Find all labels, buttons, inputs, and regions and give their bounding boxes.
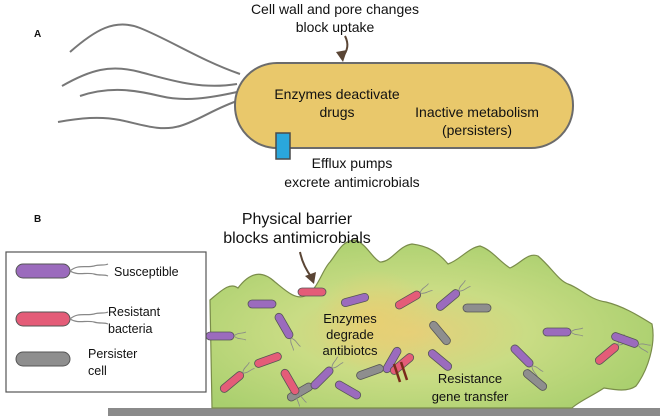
panel-a-label: A [34,29,41,40]
biofilm-bacterium [435,280,471,311]
enzyme-glow [315,270,435,370]
biofilm-bacterium [219,362,255,393]
biofilm-bacterium [340,293,370,307]
substrate-surface [108,408,660,416]
barrier-text-line1: Physical barrier [242,211,353,228]
enzymes-degrade-line1: Enzymes [323,311,377,326]
biofilm-bacterium [394,283,433,310]
legend-resistant-swatch [15,311,71,327]
enzymes-degrade-line2: degrade [326,327,374,342]
biofilm-bacterium [297,287,327,297]
biofilm-bacterium [310,356,344,390]
biofilm-bacterium [462,303,492,313]
biofilm-bacterium [429,320,451,346]
barrier-text-line2: blocks antimicrobials [223,230,371,247]
biofilm-bacterium [274,312,301,351]
barrier-arrow [299,251,313,279]
gene-transfer-pili [392,361,409,383]
cell-wall-text-line2: block uptake [296,19,375,35]
flagella [57,23,241,130]
inactive-metabolism-line1: Inactive metabolism [415,104,539,120]
legend-persister-swatch [15,351,71,367]
enzymes-deactivate-line2: drugs [319,104,354,120]
panel-b-label: B [34,214,41,225]
barrier-arrowhead [305,272,316,284]
biofilm-bacterium [522,369,548,391]
gene-transfer-line1: Resistance [438,371,502,386]
biofilm-bacterium [382,346,402,374]
biofilm-bacterium [356,364,384,380]
legend-persister-label-line1: Persister [88,347,137,361]
biofilm-bacterium [254,352,282,368]
legend-resistant-flagella [69,311,109,325]
legend-resistant-label-line1: Resistant [108,305,161,319]
enzymes-deactivate-line1: Enzymes deactivate [274,86,399,102]
inactive-metabolism-line2: (persisters) [442,122,512,138]
biofilm-bacterium [542,327,584,337]
cell-wall-arrowhead [336,50,347,62]
legend-persister-label-line2: cell [88,364,107,378]
legend-resistant-label-line2: bacteria [108,322,153,336]
bacterial-cell-body [234,62,574,149]
biofilm-bacterium [280,368,307,407]
efflux-pumps-line2: excrete antimicrobials [284,174,419,190]
biofilm-bacterium [334,380,362,400]
efflux-pump [275,132,291,160]
legend-susceptible-flagella [69,263,109,277]
biofilm-bacterium [427,349,453,371]
enzymes-degrade-line3: antibiotcs [323,343,378,358]
biofilm-bacterium [510,344,544,378]
biofilm-bacterium [611,332,651,353]
legend-susceptible-swatch [15,263,71,279]
efflux-pumps-line1: Efflux pumps [312,155,393,171]
gene-transfer-line2: gene transfer [432,389,509,404]
cell-wall-text-line1: Cell wall and pore changes [251,1,419,17]
biofilm-bacterium [247,299,277,309]
legend-susceptible-label: Susceptible [114,265,179,279]
